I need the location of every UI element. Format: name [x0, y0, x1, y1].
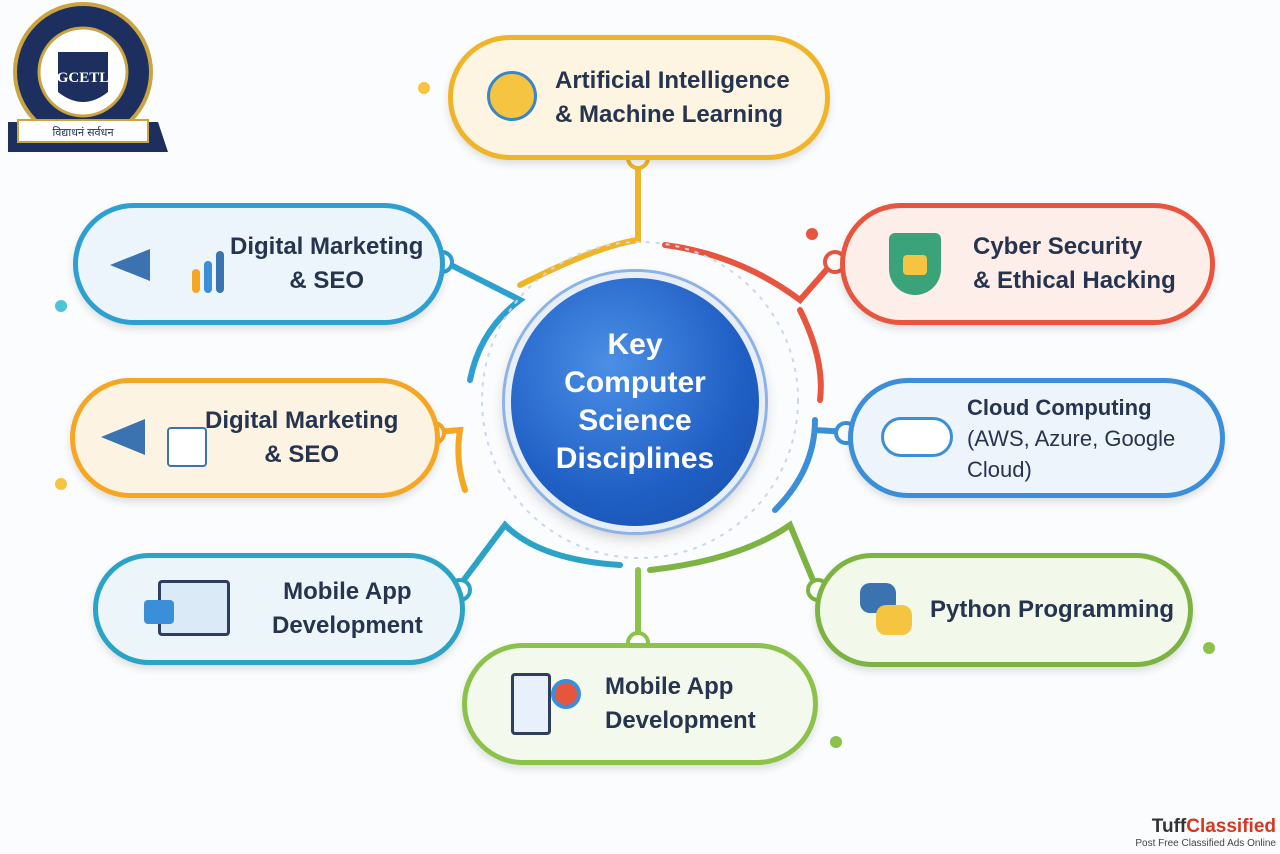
node-label: Digital Marketing — [230, 233, 424, 260]
shield-lock-icon — [881, 229, 961, 299]
decor-dot — [1203, 642, 1215, 654]
decor-dot — [55, 300, 67, 312]
brain-head-icon — [477, 63, 547, 133]
node-cyber-security: Cyber Security & Ethical Hacking — [840, 203, 1215, 325]
node-label: Development — [272, 612, 423, 639]
watermark: TuffClassified Post Free Classified Ads … — [1135, 816, 1276, 850]
svg-text:विद्याधनं सर्वधन: विद्याधनं सर्वधन — [52, 126, 114, 139]
watermark-tagline: Post Free Classified Ads Online — [1135, 838, 1276, 849]
decor-dot — [55, 478, 67, 490]
node-label: & SEO — [289, 267, 365, 294]
node-label: & SEO — [264, 441, 340, 468]
node-label: & Ethical Hacking — [973, 267, 1176, 294]
svg-text:GCETL: GCETL — [57, 70, 110, 86]
node-label: & Machine Learning — [555, 100, 784, 128]
node-label: (AWS, Azure, Google — [967, 425, 1176, 451]
node-ai-ml: Artificial Intelligence & Machine Learnin… — [448, 35, 830, 160]
node-label: Python Programming — [930, 596, 1175, 623]
node-label: Mobile App — [283, 578, 412, 605]
central-topic: Key Computer Science Disciplines — [505, 272, 765, 532]
watermark-brand: Tuff — [1151, 816, 1187, 837]
watermark-brand-accent: Classified — [1186, 816, 1276, 837]
node-python: Python Programming — [815, 553, 1193, 667]
code-window-icon — [138, 574, 238, 644]
node-label: Digital Marketing — [205, 407, 399, 434]
megaphone-icon — [97, 403, 217, 473]
decor-dot — [830, 736, 842, 748]
node-digital-marketing-1: Digital Marketing & SEO — [73, 203, 445, 325]
cloud-icon — [877, 403, 957, 473]
node-label: Cloud Computing — [967, 394, 1152, 420]
node-digital-marketing-2: Digital Marketing & SEO — [70, 378, 440, 498]
mobile-code-icon — [503, 669, 593, 739]
megaphone-chart-icon — [106, 229, 236, 299]
decor-dot — [806, 228, 818, 240]
center-title: Key Computer Science Disciplines — [555, 328, 715, 475]
node-label: Artificial Intelligence — [555, 66, 790, 94]
node-label: Cloud) — [967, 456, 1032, 482]
node-label: Mobile App — [605, 673, 734, 700]
decor-dot — [418, 82, 430, 94]
node-label: Cyber Security — [973, 233, 1143, 260]
college-logo: GCETL विद्याधनं सर्वधन — [8, 2, 168, 152]
python-logo-icon — [856, 575, 916, 645]
node-label: Development — [605, 707, 756, 734]
